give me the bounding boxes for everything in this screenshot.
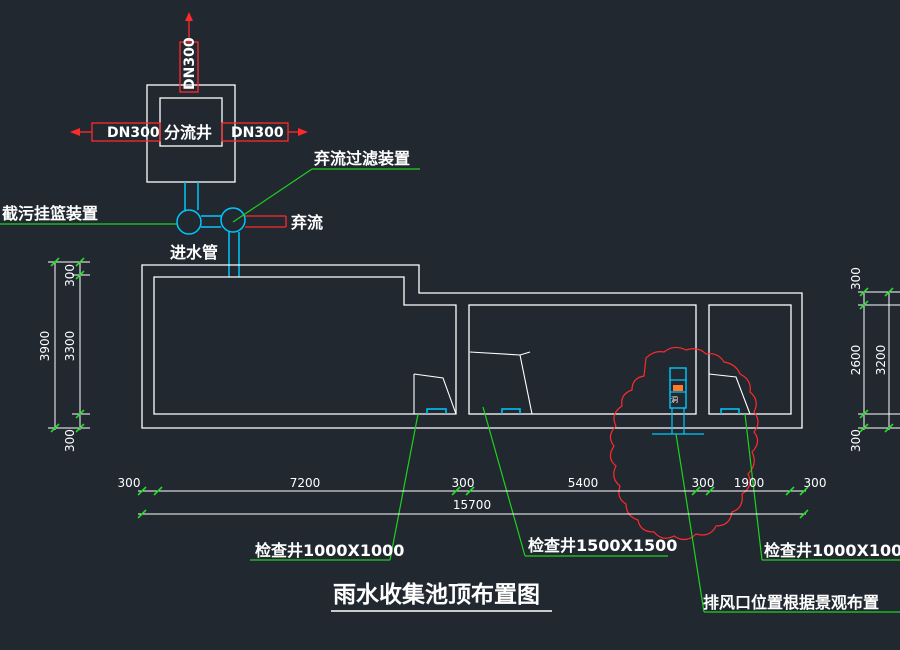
inlet-label: 进水管 bbox=[170, 243, 218, 262]
sump-marks bbox=[426, 408, 740, 414]
dim-h-3: 5400 bbox=[568, 476, 599, 490]
dim-horizontal: 300 7200 300 5400 300 1900 300 15700 bbox=[118, 476, 827, 519]
dim-right-middle: 2600 bbox=[849, 345, 863, 376]
filter-device-icon bbox=[220, 207, 246, 233]
inspect-label-1: 检查井1000X1000 bbox=[255, 541, 404, 560]
dim-right-overall: 3200 bbox=[874, 345, 888, 376]
inspect-label-2: 检查井1500X1500 bbox=[528, 536, 677, 555]
pipe-top-label: DN300 bbox=[182, 37, 198, 90]
hatch-2 bbox=[469, 351, 533, 415]
vent-label: 排风口位置根据景观布置 bbox=[703, 593, 879, 612]
basket-label: 截污挂篮装置 bbox=[2, 204, 98, 223]
dim-left-overall: 3900 bbox=[38, 331, 52, 362]
discard-pipe bbox=[245, 215, 287, 228]
pipe-top: DN300 bbox=[179, 12, 199, 93]
pipe-right: DN300 bbox=[221, 122, 308, 142]
dim-h-2: 300 bbox=[452, 476, 475, 490]
hatch-3 bbox=[708, 373, 751, 415]
chamber-2 bbox=[468, 304, 697, 415]
pipe-right-label: DN300 bbox=[231, 125, 284, 141]
well-outer bbox=[146, 84, 236, 183]
tank-outer-wall bbox=[141, 264, 803, 429]
inspect-label-3: 检查井1000X1000 bbox=[764, 541, 900, 560]
dim-h-6: 300 bbox=[804, 476, 827, 490]
chamber-3 bbox=[708, 304, 792, 415]
dim-right-bottom: 300 bbox=[849, 429, 863, 452]
filter-label: 弃流过滤装置 bbox=[314, 149, 410, 168]
drawing-title: 雨水收集池顶布置图 bbox=[333, 581, 540, 608]
pipe-left-label: DN300 bbox=[107, 125, 160, 141]
dim-h-4: 300 bbox=[692, 476, 715, 490]
dim-right-top: 300 bbox=[849, 267, 863, 290]
tank bbox=[141, 264, 803, 429]
hatch-1 bbox=[413, 373, 457, 415]
dim-right: 300 2600 300 3200 bbox=[849, 267, 900, 452]
dim-left-bottom: 300 bbox=[63, 429, 77, 452]
basket-device-icon bbox=[176, 209, 202, 235]
dim-h-1: 7200 bbox=[290, 476, 321, 490]
filter-leader bbox=[232, 168, 420, 223]
filter-assembly bbox=[176, 182, 246, 277]
dim-h-5: 1900 bbox=[734, 476, 765, 490]
dim-left-top: 300 bbox=[63, 264, 77, 287]
hatch-mark: 洞 bbox=[671, 395, 678, 404]
inspect-leaders bbox=[250, 406, 900, 613]
arrow-up-icon bbox=[185, 12, 193, 21]
arrow-left-icon bbox=[70, 128, 80, 136]
well-label: 分流井 bbox=[164, 123, 212, 142]
dim-h-0: 300 bbox=[118, 476, 141, 490]
diversion-well: 分流井 bbox=[146, 84, 236, 183]
arrow-right-icon bbox=[298, 128, 308, 136]
discard-label: 弃流 bbox=[291, 213, 323, 232]
revision-cloud bbox=[609, 346, 759, 541]
pipe-left: DN300 bbox=[70, 122, 161, 142]
well-inner bbox=[159, 97, 223, 147]
dim-left: 300 3300 300 3900 bbox=[38, 257, 90, 452]
chamber-1 bbox=[153, 276, 457, 415]
vent-device: 洞 bbox=[652, 367, 704, 435]
dim-total: 15700 bbox=[453, 498, 491, 512]
dim-left-middle: 3300 bbox=[63, 331, 77, 362]
